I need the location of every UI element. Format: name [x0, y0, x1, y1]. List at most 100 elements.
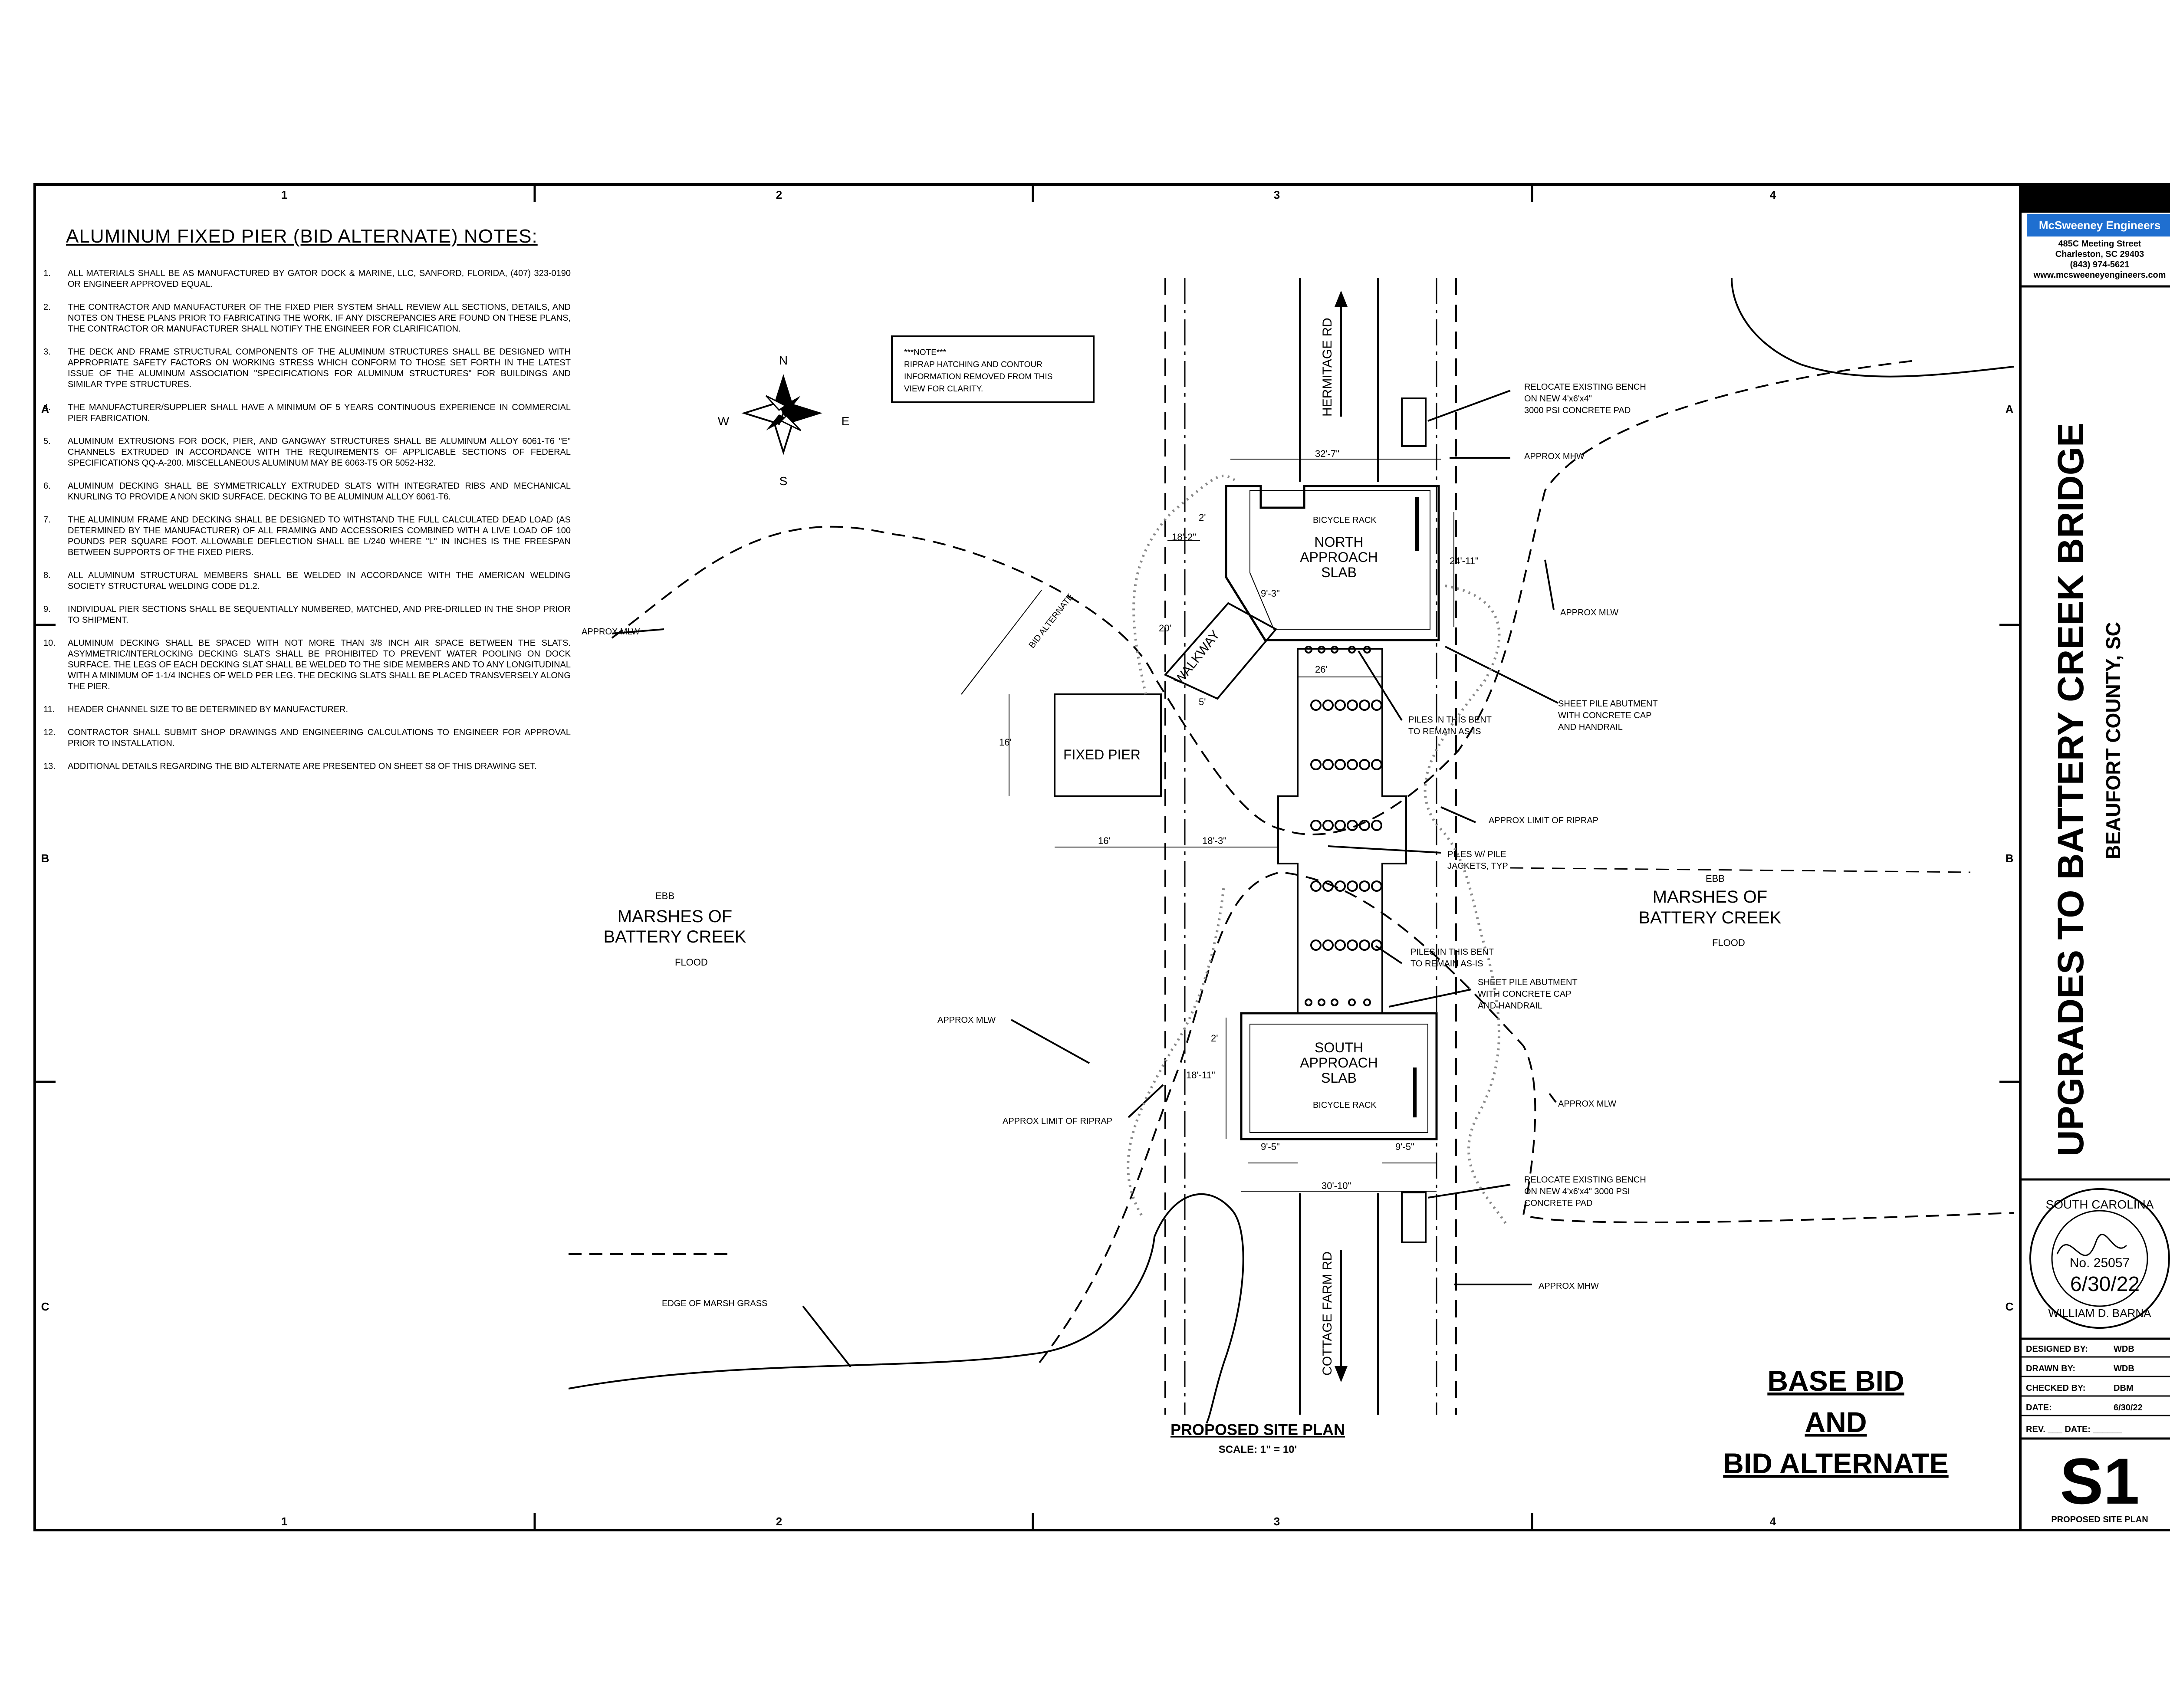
flood-left: FLOOD	[675, 957, 708, 968]
project-title: UPGRADES TO BATTERY CREEK BRIDGE	[2050, 423, 2091, 1156]
svg-text:ON NEW 4'x6'x4" 3000 PSI: ON NEW 4'x6'x4" 3000 PSI	[1524, 1187, 1630, 1196]
row-label-c: C	[41, 1300, 49, 1313]
pile-row-3	[1310, 820, 1382, 831]
svg-text:JACKETS, TYP: JACKETS, TYP	[1447, 861, 1508, 871]
svg-text:Charleston, SC 29403: Charleston, SC 29403	[2055, 250, 2144, 259]
svg-text:26': 26'	[1315, 664, 1328, 675]
svg-text:2': 2'	[1211, 1033, 1218, 1044]
bid-alternate-label: BID ALTERNATE	[1027, 592, 1075, 650]
svg-text:SHEET PILE ABUTMENT: SHEET PILE ABUTMENT	[1478, 978, 1578, 987]
svg-text:APPROX LIMIT OF RIPRAP: APPROX LIMIT OF RIPRAP	[1003, 1117, 1112, 1126]
note-item: 13.ADDITIONAL DETAILS REGARDING THE BID …	[43, 762, 537, 771]
north-slab-line2: APPROACH	[1300, 549, 1378, 565]
col-label-2: 2	[776, 188, 782, 201]
hermitage-rd-label: HERMITAGE RD	[1320, 318, 1335, 417]
svg-text:VIEW FOR CLARITY.: VIEW FOR CLARITY.	[904, 384, 983, 394]
ebb-left: EBB	[655, 890, 674, 901]
svg-text:32'-7": 32'-7"	[1315, 448, 1339, 459]
svg-text:WITH CONCRETE CAP: WITH CONCRETE CAP	[1558, 711, 1652, 720]
svg-text:TO REMAIN AS-IS: TO REMAIN AS-IS	[1410, 959, 1483, 969]
col-label-3-bottom: 3	[1274, 1515, 1280, 1528]
compass-s: S	[779, 474, 788, 488]
row-label-c-right: C	[2006, 1300, 2014, 1313]
marsh-left-line2: BATTERY CREEK	[604, 927, 746, 946]
col-label-1: 1	[281, 188, 287, 201]
svg-text:DATE:: DATE:	[2026, 1403, 2052, 1412]
marsh-right-line2: BATTERY CREEK	[1639, 908, 1782, 927]
svg-text:APPROX MLW: APPROX MLW	[1560, 608, 1618, 618]
row-label-b: B	[41, 852, 49, 865]
svg-text:9'-5": 9'-5"	[1261, 1141, 1280, 1152]
svg-text:9'-5": 9'-5"	[1395, 1141, 1414, 1152]
note-item: 11.HEADER CHANNEL SIZE TO BE DETERMINED …	[43, 705, 349, 714]
svg-text:***NOTE***: ***NOTE***	[904, 348, 947, 357]
svg-text:6/30/22: 6/30/22	[2070, 1273, 2140, 1296]
svg-text:(843) 974-5621: (843) 974-5621	[2070, 260, 2130, 269]
note-item: 8.ALL ALUMINUM STRUCTURAL MEMBERS SHALL …	[43, 571, 571, 591]
pile-row-5	[1310, 939, 1382, 951]
svg-text:18'-11": 18'-11"	[1186, 1070, 1215, 1081]
north-slab-line1: NORTH	[1314, 534, 1363, 550]
col-label-4: 4	[1770, 188, 1776, 201]
svg-text:APPROX MLW: APPROX MLW	[1558, 1099, 1616, 1109]
north-slab-line3: SLAB	[1321, 565, 1357, 580]
svg-text:485C Meeting Street: 485C Meeting Street	[2058, 239, 2141, 249]
note-item: 3.THE DECK AND FRAME STRUCTURAL COMPONEN…	[43, 347, 571, 389]
south-slab-line2: APPROACH	[1300, 1055, 1378, 1071]
row-label-a: A	[41, 403, 49, 416]
south-slab-line1: SOUTH	[1315, 1040, 1363, 1055]
grid-labels: 1 2 3 4 1 2 3 4 A B C A B C	[41, 188, 2014, 1528]
cottage-farm-rd-label: COTTAGE FARM RD	[1320, 1251, 1335, 1376]
plan-labels: HERMITAGE RD COTTAGE FARM RD NORTH APPRO…	[582, 318, 1782, 1455]
col-label-2-bottom: 2	[776, 1515, 782, 1528]
marsh-left-line1: MARSHES OF	[618, 907, 732, 926]
view-title: PROPOSED SITE PLAN	[1170, 1421, 1345, 1439]
note-item: 10.ALUMINUM DECKING SHALL BE SPACED WITH…	[43, 638, 571, 691]
bicycle-rack-north: BICYCLE RACK	[1313, 516, 1377, 525]
pile-row-1	[1310, 700, 1382, 711]
svg-text:16': 16'	[999, 737, 1012, 748]
note-item: 5.ALUMINUM EXTRUSIONS FOR DOCK, PIER, AN…	[43, 437, 571, 468]
title-block: McSweeney Engineers 485C Meeting Street …	[2020, 184, 2170, 1524]
fixed-pier-label: FIXED PIER	[1063, 747, 1141, 762]
svg-text:24'-11": 24'-11"	[1450, 555, 1479, 566]
svg-text:No. 25057: No. 25057	[2070, 1256, 2130, 1270]
sheet-border	[33, 183, 2170, 1531]
south-slab-line3: SLAB	[1321, 1070, 1357, 1086]
svg-text:CONCRETE PAD: CONCRETE PAD	[1524, 1199, 1592, 1208]
svg-text:WDB: WDB	[2114, 1344, 2134, 1354]
svg-text:INFORMATION REMOVED FROM THIS: INFORMATION REMOVED FROM THIS	[904, 372, 1052, 381]
svg-text:TO REMAIN AS-IS: TO REMAIN AS-IS	[1408, 727, 1481, 736]
project-location: BEAUFORT COUNTY, SC	[2102, 622, 2124, 859]
compass-n: N	[779, 354, 788, 367]
notes-list: 1.ALL MATERIALS SHALL BE AS MANUFACTURED…	[43, 268, 571, 772]
note-item: 9.INDIVIDUAL PIER SECTIONS SHALL BE SEQU…	[43, 604, 571, 625]
note-item: 2.THE CONTRACTOR AND MANUFACTURER OF THE…	[43, 302, 571, 334]
col-label-4-bottom: 4	[1770, 1515, 1776, 1528]
svg-text:20': 20'	[1159, 623, 1171, 634]
flood-right: FLOOD	[1712, 937, 1745, 948]
svg-text:APPROX MHW: APPROX MHW	[1539, 1281, 1599, 1291]
riprap-note: ***NOTE*** RIPRAP HATCHING AND CONTOUR I…	[891, 335, 1095, 403]
svg-text:WILLIAM D. BARNA: WILLIAM D. BARNA	[2048, 1307, 2152, 1320]
pile-bents	[1305, 646, 1382, 1006]
row-label-a-right: A	[2006, 403, 2014, 416]
svg-text:5': 5'	[1199, 696, 1206, 707]
riprap-limit	[1127, 474, 1507, 1225]
svg-text:6/30/22: 6/30/22	[2114, 1403, 2143, 1412]
firm-name: McSweeney Engineers	[2039, 219, 2160, 232]
svg-text:CHECKED BY:: CHECKED BY:	[2026, 1383, 2085, 1393]
svg-text:RELOCATE EXISTING BENCH: RELOCATE EXISTING BENCH	[1524, 382, 1646, 392]
pile-row-north-small	[1305, 646, 1371, 654]
note-item: 6.ALUMINUM DECKING SHALL BE SYMMETRICALL…	[43, 481, 571, 502]
compass-e: E	[842, 414, 850, 428]
svg-text:RIPRAP HATCHING AND CONTOUR: RIPRAP HATCHING AND CONTOUR	[904, 360, 1042, 369]
svg-text:AND HANDRAIL: AND HANDRAIL	[1478, 1001, 1542, 1011]
svg-text:DESIGNED BY:: DESIGNED BY:	[2026, 1344, 2088, 1354]
svg-text:APPROX MLW: APPROX MLW	[582, 627, 640, 637]
svg-text:9'-3": 9'-3"	[1261, 588, 1280, 599]
sheet-title: PROPOSED SITE PLAN	[2051, 1515, 2148, 1524]
ebb-right: EBB	[1706, 873, 1725, 884]
svg-text:EDGE OF MARSH GRASS: EDGE OF MARSH GRASS	[662, 1299, 767, 1308]
